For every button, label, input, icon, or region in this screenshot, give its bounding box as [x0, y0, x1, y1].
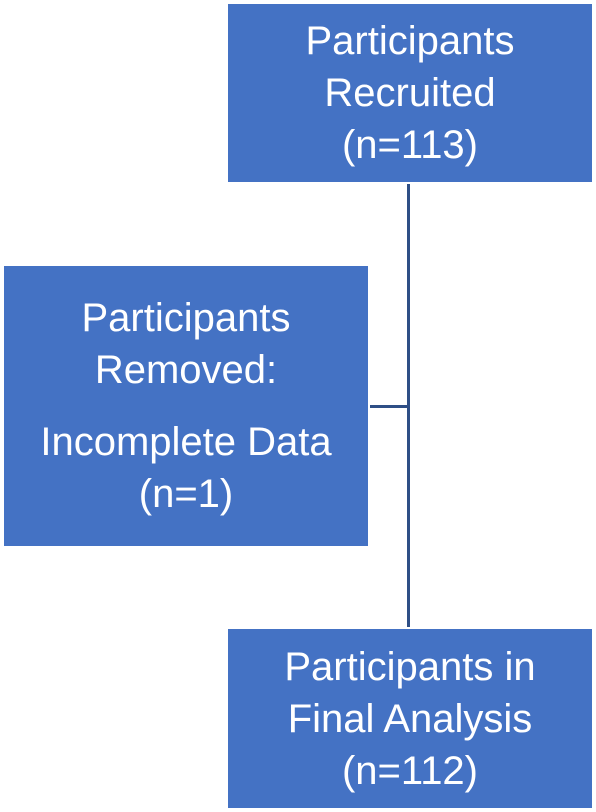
final-line-2: Final Analysis — [287, 696, 533, 741]
participants-removed-box: Participants Removed: Incomplete Data (n… — [2, 264, 370, 548]
removed-line-1: Participants — [81, 296, 291, 340]
final-line-1: Participants in — [284, 644, 536, 689]
participants-recruited-box: Participants Recruited (n=113) — [226, 2, 594, 184]
recruited-count: (n=113) — [341, 123, 478, 167]
removed-line-2: Removed: — [94, 348, 278, 392]
final-count: (n=112) — [341, 748, 478, 793]
recruited-line-2: Recruited — [324, 71, 496, 115]
removed-count: (n=1) — [138, 472, 234, 516]
recruited-line-1: Participants — [305, 19, 515, 63]
removed-branch-connector — [370, 405, 409, 408]
removed-reason: Incomplete Data — [40, 420, 332, 464]
participants-final-analysis-box: Participants in Final Analysis (n=112) — [226, 627, 594, 810]
